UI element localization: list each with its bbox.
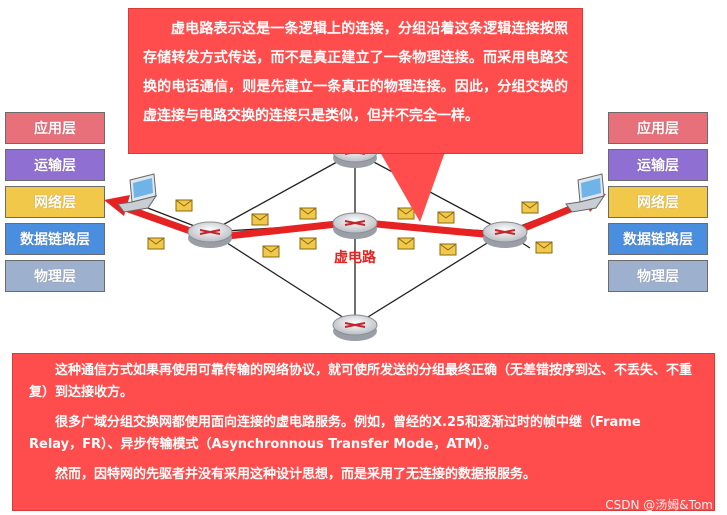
- layer-physical: 物理层: [5, 260, 105, 292]
- packet-icon: [262, 245, 280, 258]
- callout-pointer: [380, 152, 445, 222]
- top-callout: 虚电路表示这是一条逻辑上的连接，分组沿着这条逻辑连接按照存储转发方式传送，而不是…: [128, 8, 583, 154]
- layer-network: 网络层: [5, 186, 105, 218]
- packet-icon: [251, 213, 269, 226]
- bottom-callout-paragraph-2: 很多广域分组交换网都使用面向连接的虚电路服务。例如，曾经的X.25和逐渐过时的帧…: [29, 415, 641, 452]
- laptop-icon: [117, 173, 158, 213]
- laptop-icon: [565, 173, 606, 213]
- router-icon: [332, 212, 378, 239]
- layer-transport: 运输层: [5, 149, 105, 181]
- layer-data-link: 数据链路层: [5, 223, 105, 255]
- layer-application: 应用层: [608, 112, 708, 144]
- packet-icon: [175, 199, 193, 212]
- packet-icon: [437, 211, 455, 224]
- packet-icon: [299, 237, 317, 250]
- layer-physical: 物理层: [608, 260, 708, 292]
- router-icon: [332, 314, 378, 341]
- packets: [147, 199, 553, 258]
- bottom-callout-paragraph-1: 这种通信方式如果再使用可靠传输的网络协议，就可使所发送的分组最终正确（无差错按序…: [29, 363, 693, 400]
- layer-transport: 运输层: [608, 149, 708, 181]
- router-icon: [187, 221, 233, 248]
- link: [209, 231, 356, 326]
- router-icon: [482, 221, 528, 248]
- packet-icon: [439, 243, 457, 256]
- right-protocol-stack: 应用层 运输层 网络层 数据链路层 物理层: [608, 112, 708, 297]
- packet-icon: [147, 237, 165, 250]
- routers: [187, 141, 528, 341]
- watermark: CSDN @汤姆&Tom: [605, 498, 713, 512]
- layer-network: 网络层: [608, 186, 708, 218]
- virtual-circuit-label: 虚电路: [334, 250, 376, 266]
- packet-icon: [521, 201, 539, 214]
- left-protocol-stack: 应用层 运输层 网络层 数据链路层 物理层: [5, 112, 105, 297]
- layer-application: 应用层: [5, 112, 105, 144]
- bottom-callout-paragraph-3: 然而，因特网的先驱者并没有采用这种设计思想，而是采用了无连接的数据报服务。: [55, 467, 537, 482]
- packet-icon: [535, 241, 553, 254]
- layer-data-link: 数据链路层: [608, 223, 708, 255]
- packet-icon: [397, 207, 415, 220]
- bottom-callout: 这种通信方式如果再使用可靠传输的网络协议，就可使所发送的分组最终正确（无差错按序…: [12, 353, 715, 511]
- link: [354, 231, 506, 326]
- packet-icon: [397, 237, 415, 250]
- link: [209, 151, 356, 233]
- packet-icon: [299, 207, 317, 220]
